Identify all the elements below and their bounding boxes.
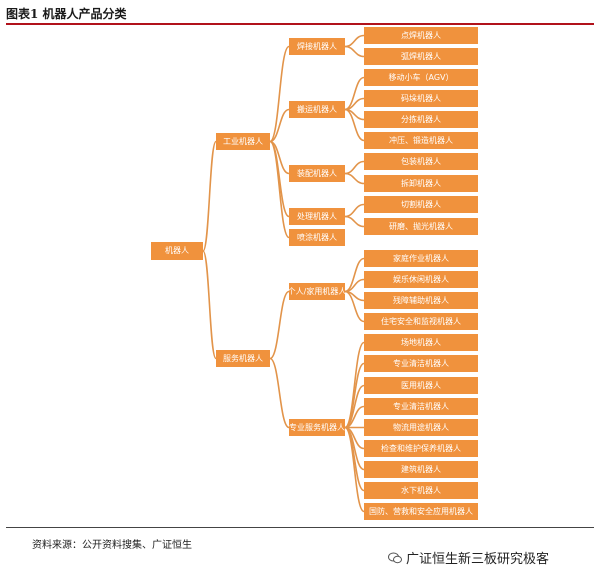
leaf-arc-welding: 弧焊机器人 xyxy=(364,48,478,65)
leaf-inspection-maintenance: 检查和维护保养机器人 xyxy=(364,440,478,457)
node-professional: 专业服务机器人 xyxy=(289,419,345,436)
link-node-industrial-to-node-welding xyxy=(269,45,290,143)
leaf-household: 家庭作业机器人 xyxy=(364,250,478,267)
link-node-professional-to-leaf-defense-rescue-security xyxy=(344,426,365,513)
leaf-spot-welding: 点焊机器人 xyxy=(364,27,478,44)
link-node-assembly-to-leaf-packaging xyxy=(344,160,365,175)
bottom-rule xyxy=(6,527,594,528)
leaf-home-security: 住宅安全和监视机器人 xyxy=(364,313,478,330)
leaf-palletizing: 码垛机器人 xyxy=(364,90,478,107)
link-node-root-to-node-industrial xyxy=(202,140,217,252)
link-node-service-to-node-professional xyxy=(269,357,290,429)
node-processing: 处理机器人 xyxy=(289,208,345,225)
leaf-medical: 医用机器人 xyxy=(364,377,478,394)
node-assembly: 装配机器人 xyxy=(289,165,345,182)
leaf-pro-cleaning-2: 专业清洁机器人 xyxy=(364,398,478,415)
link-node-root-to-node-service xyxy=(202,250,217,360)
leaf-disassembly: 拆卸机器人 xyxy=(364,175,478,192)
link-node-assembly-to-leaf-disassembly xyxy=(344,172,365,185)
node-industrial: 工业机器人 xyxy=(216,133,270,150)
link-node-processing-to-leaf-cutting xyxy=(344,203,365,218)
leaf-stamping-forging: 冲压、锻造机器人 xyxy=(364,132,478,149)
leaf-underwater: 水下机器人 xyxy=(364,482,478,499)
wechat-icon xyxy=(388,552,402,564)
leaf-pro-cleaning-1: 专业清洁机器人 xyxy=(364,355,478,372)
leaf-agv: 移动小车（AGV） xyxy=(364,69,478,86)
leaf-sorting: 分拣机器人 xyxy=(364,111,478,128)
top-rule xyxy=(6,23,594,25)
leaf-disability-assist: 残障辅助机器人 xyxy=(364,292,478,309)
leaf-field: 场地机器人 xyxy=(364,334,478,351)
leaf-packaging: 包装机器人 xyxy=(364,153,478,170)
link-node-industrial-to-node-handling xyxy=(269,108,290,143)
leaf-grinding-polishing: 研磨、抛光机器人 xyxy=(364,218,478,235)
node-personal: 个人/家用机器人 xyxy=(289,283,345,300)
link-node-professional-to-leaf-field xyxy=(344,341,365,429)
watermark: 广证恒生新三板研究极客 xyxy=(388,548,549,567)
node-root: 机器人 xyxy=(151,242,203,260)
node-service: 服务机器人 xyxy=(216,350,270,367)
link-node-welding-to-leaf-spot-welding xyxy=(344,34,365,48)
link-node-industrial-to-node-processing xyxy=(269,140,290,218)
leaf-defense-rescue-security: 国防、营救和安全应用机器人 xyxy=(364,503,478,520)
node-spraying: 喷涂机器人 xyxy=(289,229,345,246)
link-node-handling-to-leaf-stamping-forging xyxy=(344,108,365,142)
source-note: 资料来源：公开资料搜集、广证恒生 xyxy=(32,540,192,551)
leaf-entertainment: 娱乐休闲机器人 xyxy=(364,271,478,288)
link-node-service-to-node-personal xyxy=(269,290,290,360)
link-node-industrial-to-node-spraying xyxy=(269,140,290,239)
node-welding: 焊接机器人 xyxy=(289,38,345,55)
node-handling: 搬运机器人 xyxy=(289,101,345,118)
figure-title: 图表1 机器人产品分类 xyxy=(6,7,127,21)
watermark-text: 广证恒生新三板研究极客 xyxy=(406,552,550,567)
leaf-cutting: 切割机器人 xyxy=(364,196,478,213)
leaf-logistics: 物流用途机器人 xyxy=(364,419,478,436)
link-node-processing-to-leaf-grinding-polishing xyxy=(344,215,365,228)
link-node-personal-to-leaf-home-security xyxy=(344,290,365,323)
leaf-construction: 建筑机器人 xyxy=(364,461,478,478)
link-node-welding-to-leaf-arc-welding xyxy=(344,45,365,58)
